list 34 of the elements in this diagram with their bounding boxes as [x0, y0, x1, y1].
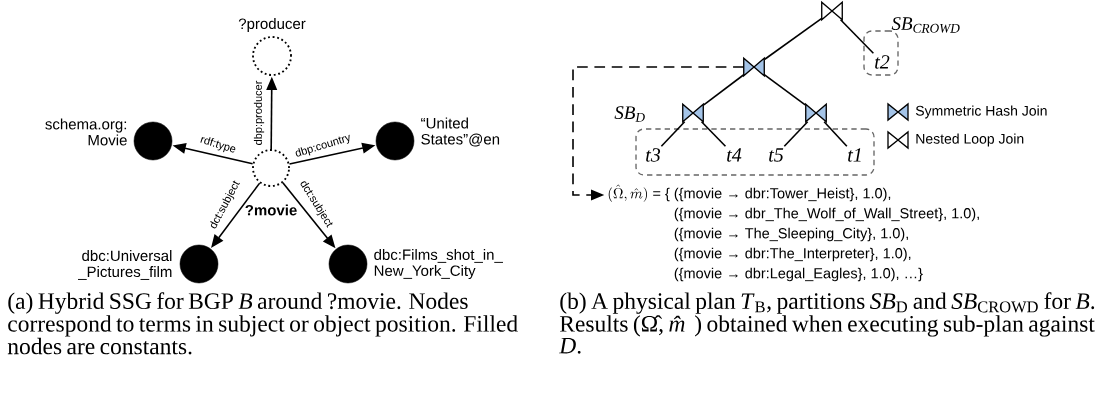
connector-line	[703, 73, 745, 106]
partition-label: SB$_{CROWD}$	[891, 17, 960, 33]
legend-label: Nested Loop Join	[916, 133, 1024, 147]
node-label: dbc:Universal _Pictures_film	[78, 250, 172, 280]
join-symbol	[805, 102, 827, 124]
partition-label: SB$_{D}$	[614, 106, 645, 122]
triple-pattern-label: t4	[727, 148, 742, 162]
caption: (b) A physical plan T$_{B}$, partitions SB$_{D}$ and SB$_{CROWD}$ for B. Results (Ω̂, m̂) obtained when executing sub-plan against D.	[559, 292, 1095, 354]
node-label: “United States”@en	[421, 117, 500, 147]
connector-line	[839, 18, 875, 54]
connector-line	[660, 120, 686, 147]
join-symbol	[743, 56, 765, 78]
result-mappings: $(\hat{\Omega},\hat{m})$ = { ({movie → dbr:Tower_Heist}, 1.0), ({movie → dbr_The_Wolf_of_Wall_Street}, 1.0), ({movie → The_Sleeping_City}, 1.0), ({movie → dbr:The_Interpreter}, 1.0), ({movie → dbr:Legal_Eagles}, 1.0), …}	[608, 184, 979, 282]
triple-pattern-label: t5	[769, 148, 784, 162]
caption: (a) Hybrid SSG for BGP B around ?movie. Nodes correspond to terms in subject or object position. Filled nodes are constants.	[7, 292, 518, 355]
edge-label: rdf:type	[197, 133, 239, 157]
triple-pattern-label: t1	[848, 148, 861, 162]
join-symbol	[821, 0, 843, 22]
connector-line	[700, 120, 727, 148]
triple-pattern-label: t2	[875, 55, 890, 69]
node-label: schema.org: Movie	[45, 118, 127, 146]
edge-label: dbp:producer	[252, 79, 266, 147]
node-label: dbc:Films_shot_in_ New_York_City	[374, 249, 503, 279]
arrow	[211, 182, 261, 248]
connector-line	[783, 120, 809, 148]
connector-line	[764, 17, 823, 61]
join-symbol	[682, 102, 704, 124]
legend-label: Symmetric Hash Join	[915, 105, 1047, 119]
arrow	[572, 66, 745, 201]
connector-line	[823, 120, 848, 147]
node-label: ?producer	[238, 18, 306, 32]
connector-line	[763, 73, 806, 106]
triple-pattern-label: t3	[646, 148, 661, 162]
node-label: ?movie	[245, 204, 297, 216]
